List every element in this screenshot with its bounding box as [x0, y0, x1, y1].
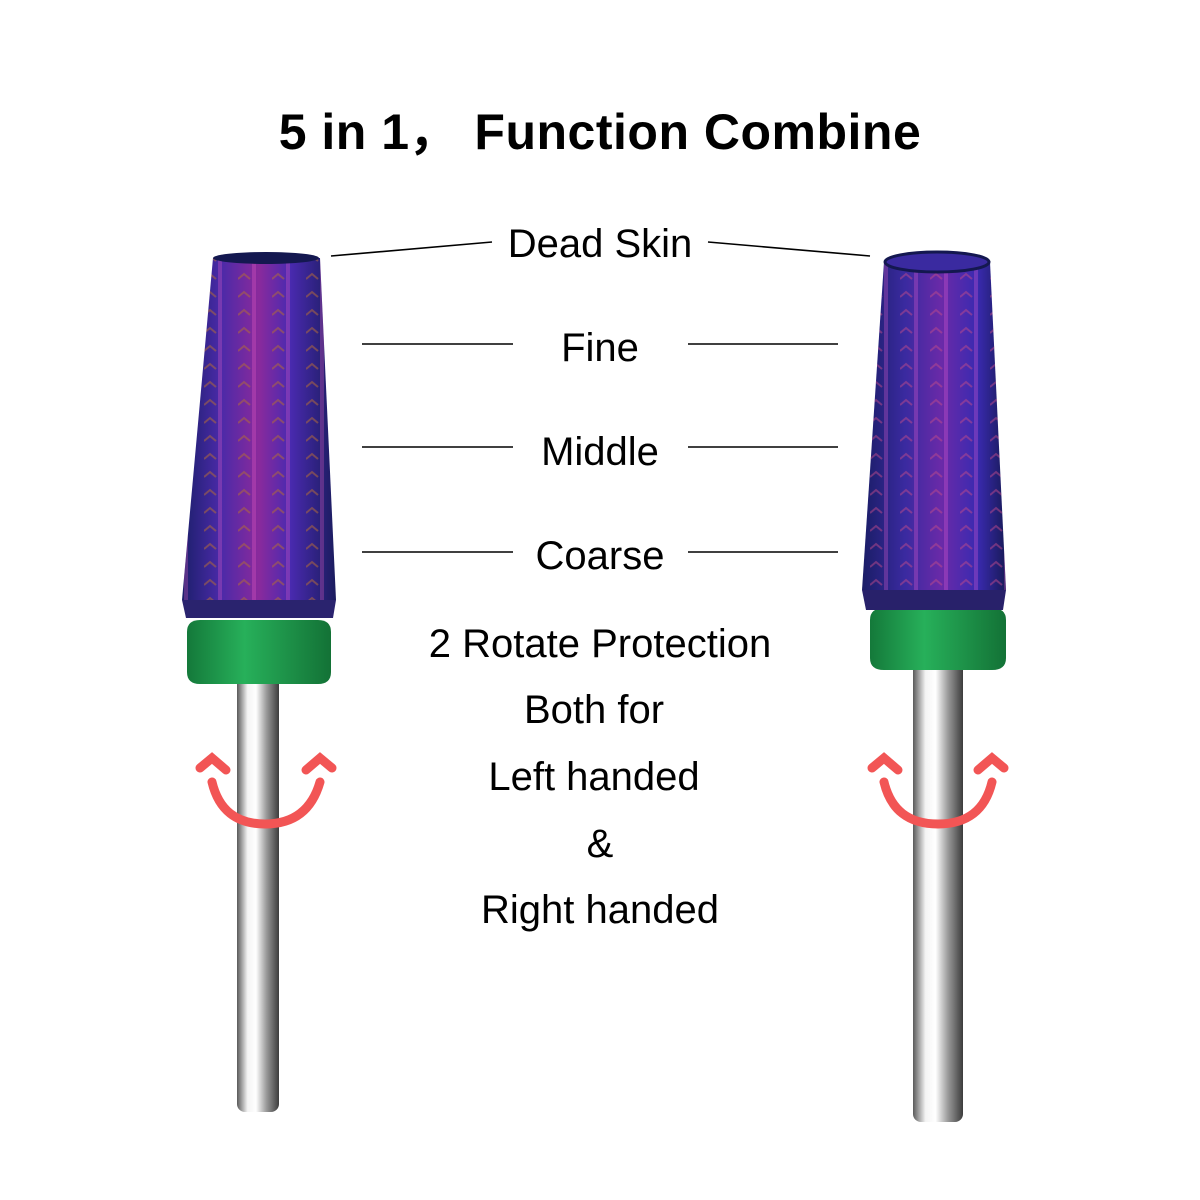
- page-title: 5 in 1， Function Combine: [278, 104, 922, 160]
- left-collar: [187, 620, 331, 684]
- rotate-both-ways-icon-left: [195, 752, 337, 829]
- left-drill-bit: [182, 252, 336, 1112]
- rotation-info-line: Both for: [523, 688, 665, 732]
- left-shank: [237, 670, 279, 1112]
- leader-lines: [330, 241, 871, 553]
- grit-label-coarse: Coarse: [535, 534, 665, 578]
- rotation-info-line: Left handed: [488, 755, 700, 799]
- rotation-info-line: Right handed: [481, 888, 719, 932]
- grit-label-middle: Middle: [541, 430, 659, 474]
- rotate-both-ways-icon-right: [867, 752, 1009, 829]
- right-collar: [870, 608, 1006, 670]
- rotation-info-line: &: [586, 822, 614, 866]
- right-drill-bit: [862, 250, 1006, 1122]
- grit-label-dead-skin: Dead Skin: [507, 222, 693, 266]
- grit-label-fine: Fine: [561, 326, 639, 370]
- rotation-info-line: 2 Rotate Protection: [428, 622, 772, 666]
- right-shank: [913, 662, 963, 1122]
